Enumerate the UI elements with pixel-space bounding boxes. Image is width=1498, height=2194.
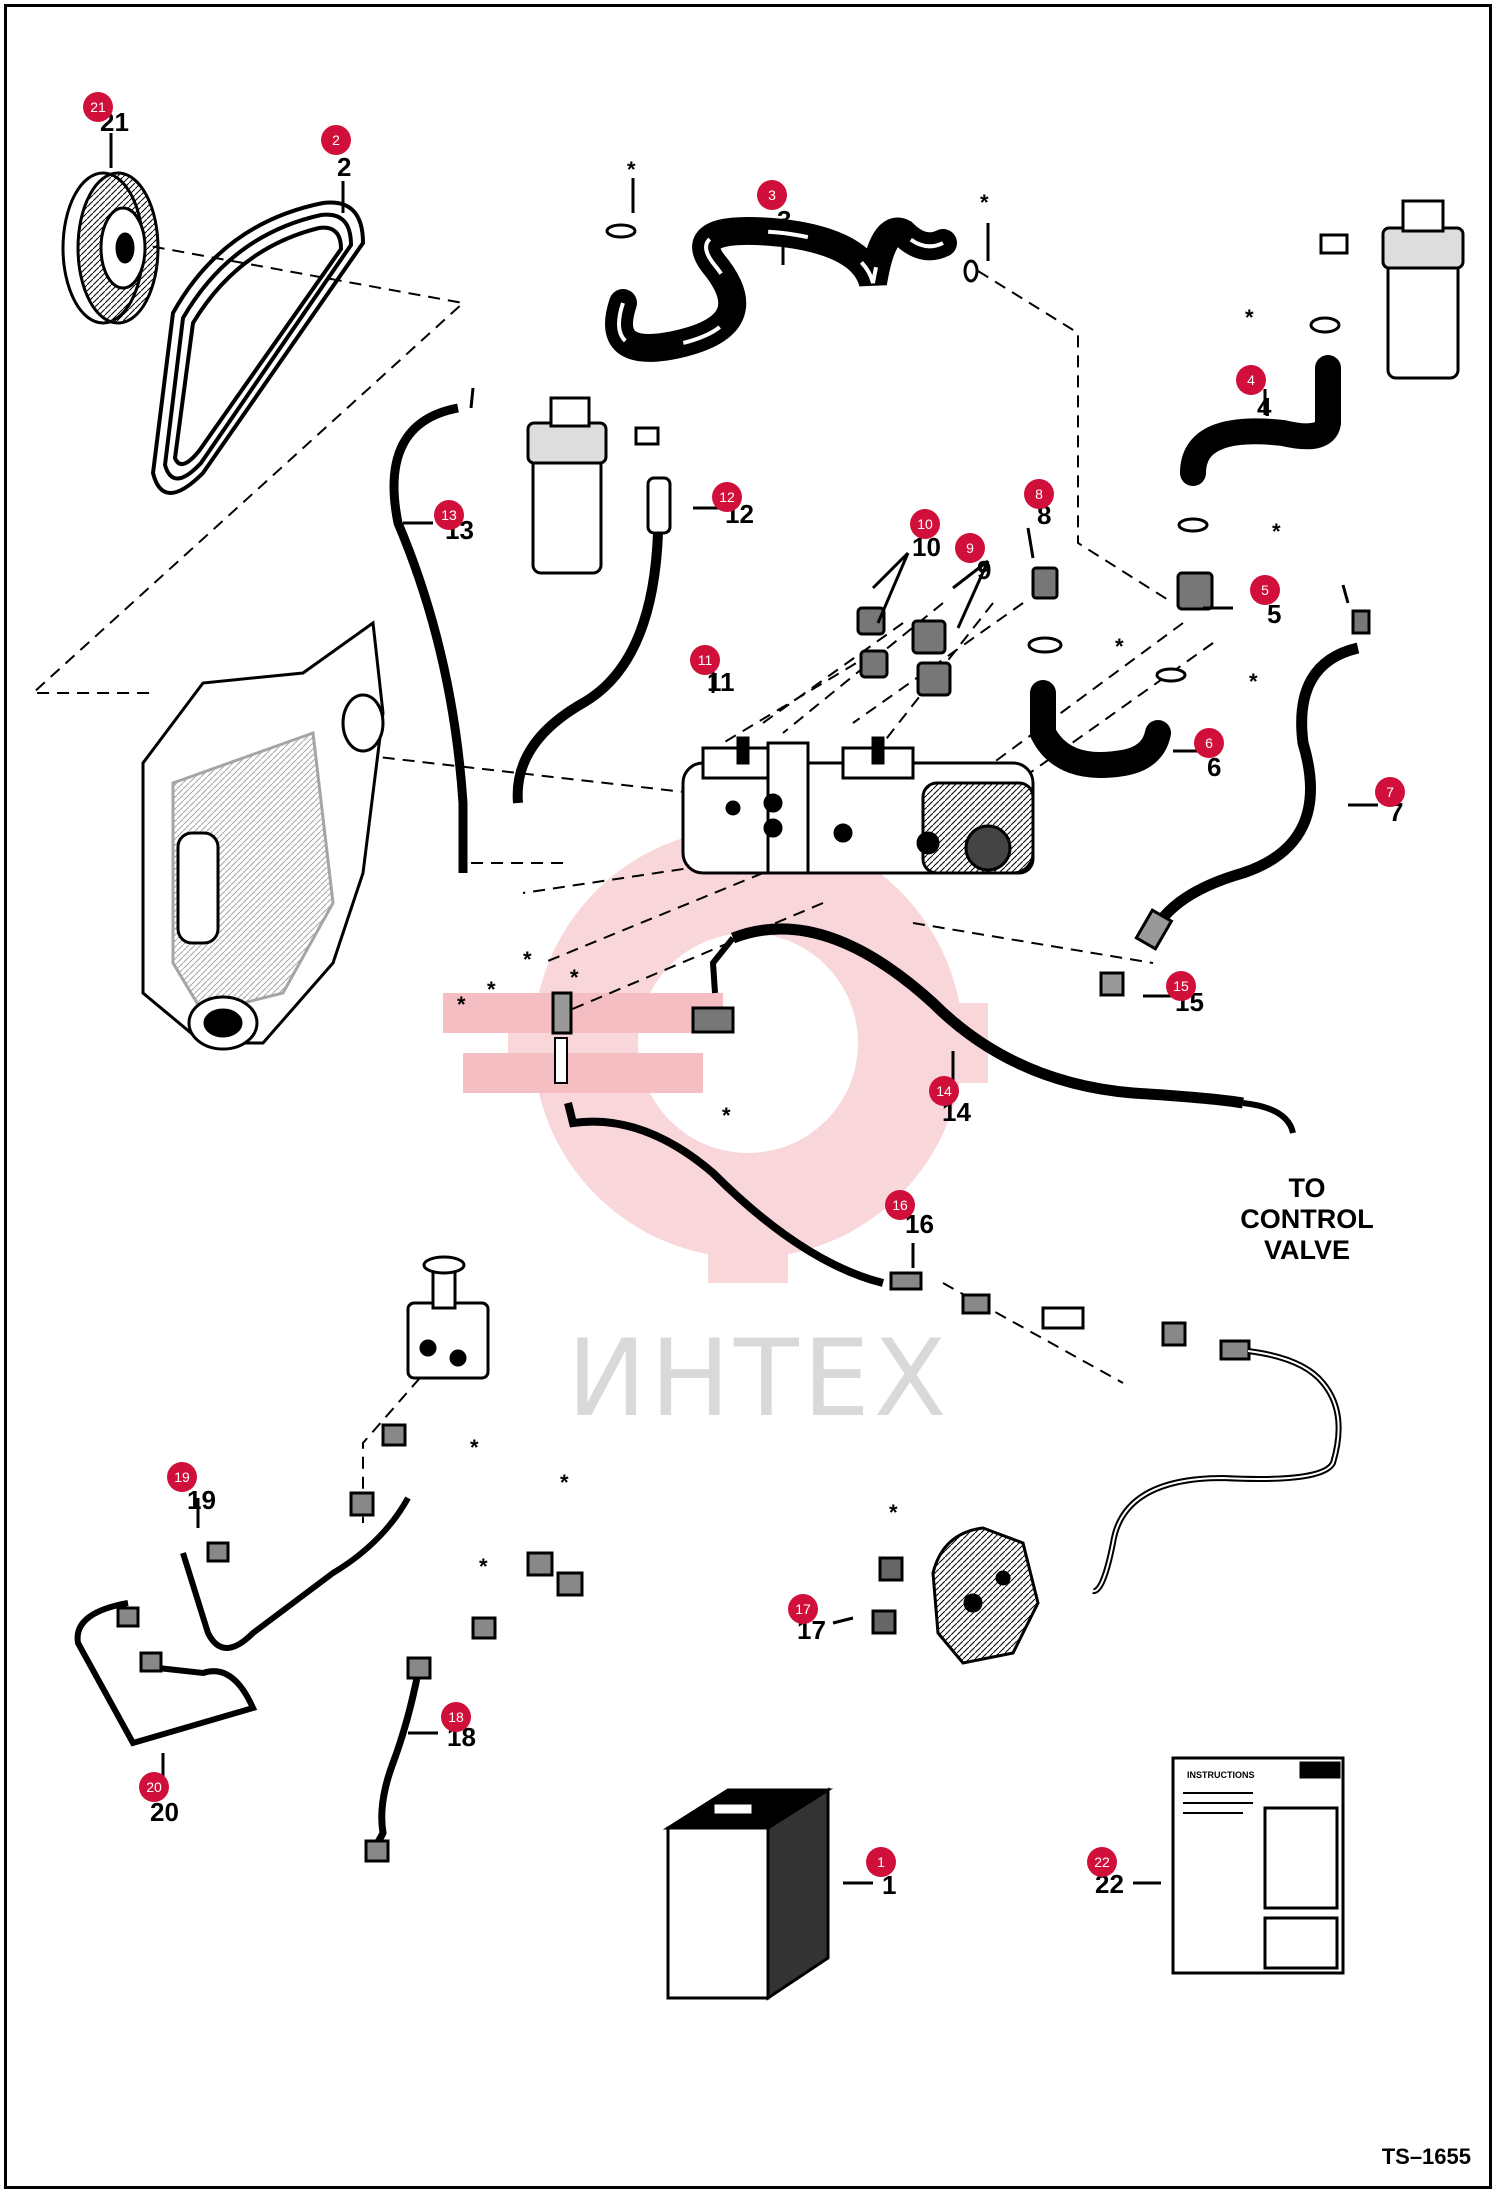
callout-13[interactable]: 13 <box>434 500 464 530</box>
callout-9[interactable]: 9 <box>955 533 985 563</box>
torque-marker: * <box>627 157 636 182</box>
callout-7[interactable]: 7 <box>1375 777 1405 807</box>
torque-marker: * <box>722 1103 731 1128</box>
fitting-chain <box>889 1271 1251 1361</box>
filter-canister-left <box>526 396 672 575</box>
callout-5[interactable]: 5 <box>1250 575 1280 605</box>
part-number-4: 4 <box>1257 392 1272 422</box>
callout-6[interactable]: 6 <box>1194 728 1224 758</box>
torque-marker: * <box>1245 305 1254 330</box>
callout-2[interactable]: 2 <box>321 125 351 155</box>
destination-line-1: TO <box>1288 1173 1326 1203</box>
filter-canister-right <box>1309 199 1465 380</box>
callout-16[interactable]: 16 <box>885 1190 915 1220</box>
callout-1[interactable]: 1 <box>866 1847 896 1877</box>
torque-marker: * <box>889 1500 898 1525</box>
torque-marker: * <box>470 1435 479 1460</box>
exploded-view-drawing <box>30 133 1465 2001</box>
manual-box-part <box>662 1787 834 2001</box>
torque-marker: * <box>487 977 496 1002</box>
destination-label: TO CONTROL VALVE <box>1217 1173 1397 1266</box>
tube-19-part <box>180 1496 411 1651</box>
callout-18[interactable]: 18 <box>441 1702 471 1732</box>
watermark-gear-icon <box>443 803 988 1283</box>
hose-16-part <box>564 1102 884 1287</box>
tube-20-part <box>74 1600 258 1747</box>
callout-17[interactable]: 17 <box>788 1594 818 1624</box>
watermark-text: ИНТЕХ <box>567 1317 951 1440</box>
callout-22[interactable]: 22 <box>1087 1847 1117 1877</box>
instruction-decal-part <box>1171 1756 1345 1975</box>
callout-11[interactable]: 11 <box>690 645 720 675</box>
belt-part <box>150 200 366 495</box>
hose-13-part <box>389 403 468 873</box>
part-number-3: 3 <box>777 205 792 235</box>
torque-marker: * <box>1249 669 1258 694</box>
drawing-code: TS–1655 <box>1381 2144 1471 2169</box>
destination-line-3: VALVE <box>1263 1235 1350 1265</box>
housing-casting-part <box>141 620 385 1051</box>
valve-block-part <box>381 1255 490 1447</box>
callout-15[interactable]: 15 <box>1166 971 1196 1001</box>
callout-10[interactable]: 10 <box>910 509 940 539</box>
torque-marker: * <box>479 1554 488 1579</box>
callout-20[interactable]: 20 <box>139 1772 169 1802</box>
motor-part <box>871 1526 1040 1665</box>
callout-8[interactable]: 8 <box>1024 479 1054 509</box>
callout-4[interactable]: 4 <box>1236 365 1266 395</box>
torque-marker: * <box>570 965 579 990</box>
callout-14[interactable]: 14 <box>929 1076 959 1106</box>
pulley-part <box>61 171 160 325</box>
hose-7-part <box>1148 642 1360 936</box>
hose-6-part <box>1030 680 1171 778</box>
torque-marker: * <box>457 992 466 1017</box>
fittings-group <box>856 517 1371 697</box>
tube-nuts <box>116 1491 375 1673</box>
torque-marker: * <box>980 190 989 215</box>
hydraulic-pump-part <box>681 736 1035 875</box>
part-number-2: 2 <box>337 152 352 182</box>
callout-3[interactable]: 3 <box>757 180 787 210</box>
torque-marker: * <box>1115 634 1124 659</box>
part-number-6: 6 <box>1207 752 1222 782</box>
hose-14-part <box>731 923 1244 1109</box>
decal-title: INSTRUCTIONS <box>1187 1770 1255 1780</box>
braided-line-part <box>1092 1348 1342 1594</box>
tube-18-part <box>365 1672 422 1853</box>
part-number-1: 1 <box>882 1870 897 1900</box>
callout-21[interactable]: 21 <box>83 92 113 122</box>
drawing-frame: * * * * * * * * * * * * * * * 21 2 3 4 5… <box>4 4 1492 2189</box>
leader-lines <box>109 133 1378 1885</box>
part-number-20: 20 <box>150 1797 179 1827</box>
torque-marker: * <box>1272 519 1281 544</box>
hose-12-part <box>512 532 663 804</box>
torque-marker: * <box>523 947 532 972</box>
hose-3-part <box>605 217 957 362</box>
torque-marker: * <box>560 1470 569 1495</box>
callout-12[interactable]: 12 <box>712 482 742 512</box>
hose-4-part <box>1180 355 1341 486</box>
callout-19[interactable]: 19 <box>167 1462 197 1492</box>
part-number-19: 19 <box>187 1485 216 1515</box>
part-number-9: 9 <box>977 555 992 585</box>
part-number-5: 5 <box>1267 599 1282 629</box>
destination-line-2: CONTROL <box>1240 1204 1374 1234</box>
